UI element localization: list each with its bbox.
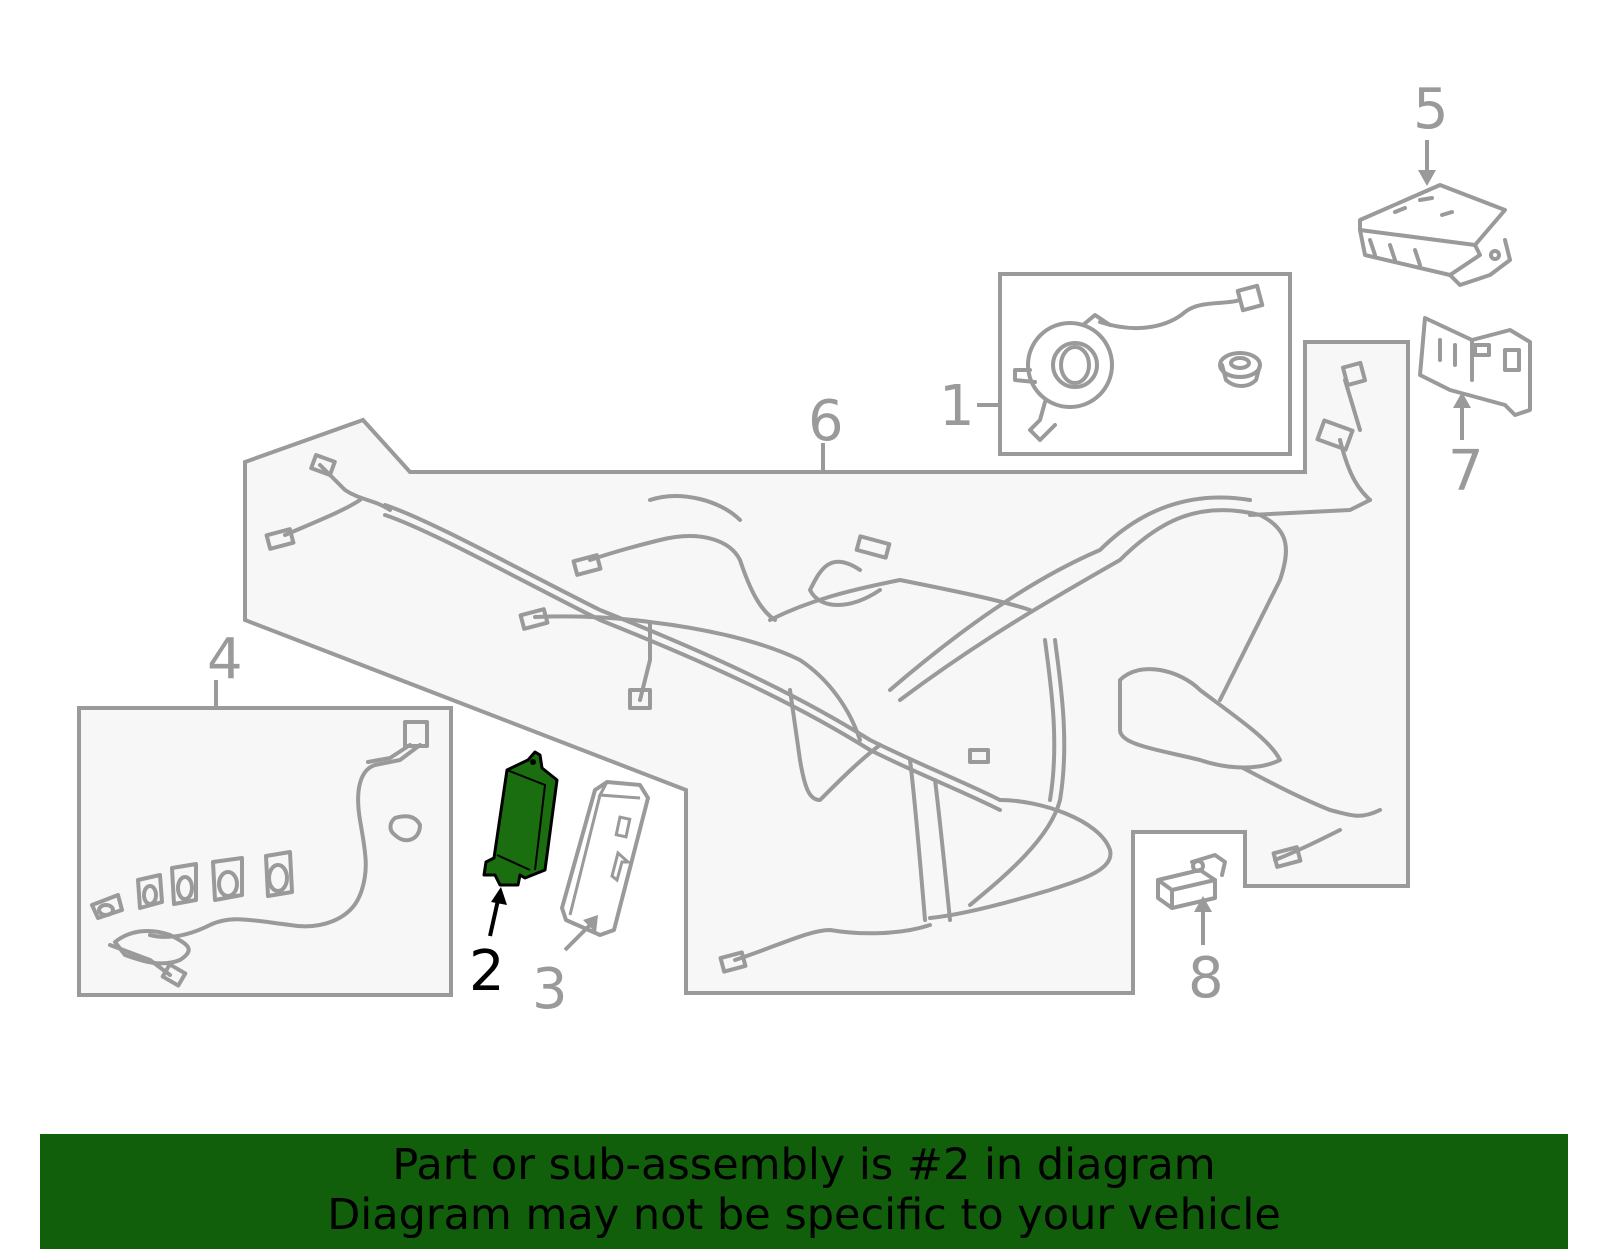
arrow-part-2 xyxy=(488,887,507,937)
part-7-sensor-bracket[interactable] xyxy=(1418,316,1532,417)
callout-6[interactable]: 6 xyxy=(808,389,844,454)
arrow-heads xyxy=(583,170,1471,933)
callout-4[interactable]: 4 xyxy=(207,627,243,692)
part-6-harness-panel[interactable] xyxy=(243,340,1410,995)
part-4-harness-panel[interactable] xyxy=(77,706,453,997)
banner-line-disclaimer: Diagram may not be specific to your vehi… xyxy=(327,1190,1281,1240)
callout-1[interactable]: 1 xyxy=(939,374,975,439)
part-2-module-highlighted[interactable] xyxy=(482,750,559,887)
part-8-sensor[interactable] xyxy=(1156,853,1227,910)
part-4-grommets xyxy=(90,850,294,920)
part-1-clock-spring-panel[interactable] xyxy=(998,272,1292,456)
info-banner: Part or sub-assembly is #2 in diagram Di… xyxy=(40,1134,1568,1249)
callout-7[interactable]: 7 xyxy=(1448,439,1484,504)
banner-line-part: Part or sub-assembly is #2 in diagram xyxy=(392,1140,1216,1190)
part-5-control-unit[interactable] xyxy=(1358,183,1512,287)
callout-8[interactable]: 8 xyxy=(1188,946,1224,1011)
callout-3[interactable]: 3 xyxy=(532,957,568,1022)
part-3-cover[interactable] xyxy=(560,780,650,937)
parts-diagram: 1 2 3 4 5 6 7 8 xyxy=(77,77,1532,1022)
callout-2[interactable]: 2 xyxy=(469,939,505,1004)
callout-5[interactable]: 5 xyxy=(1413,77,1449,142)
